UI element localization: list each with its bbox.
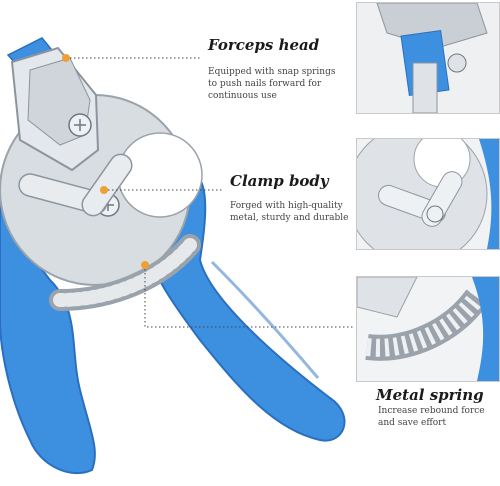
callout-clamp-body-title: Clamp body xyxy=(230,172,329,190)
inset-forceps-head xyxy=(356,2,500,114)
marker-clamp-body xyxy=(100,186,108,194)
inset-clamp-body xyxy=(356,138,500,250)
link-arm-right xyxy=(81,153,133,217)
callout-metal-spring-title: Metal spring xyxy=(376,386,484,404)
marker-spring xyxy=(141,261,149,269)
inset-metal-spring xyxy=(356,276,500,382)
callout-metal-spring-desc: Increase rebound force and save effort xyxy=(378,406,485,428)
callout-forceps-head-title: Forceps head xyxy=(208,36,320,54)
callout-forceps-head-desc: Equipped with snap springs to push nails… xyxy=(208,67,336,101)
marker-forceps-head xyxy=(62,54,70,62)
lower-handle xyxy=(148,168,346,442)
left-handle xyxy=(0,199,96,475)
callout-clamp-body-desc: Forged with high-quality metal, sturdy a… xyxy=(230,201,349,223)
metal-spring xyxy=(49,234,201,311)
